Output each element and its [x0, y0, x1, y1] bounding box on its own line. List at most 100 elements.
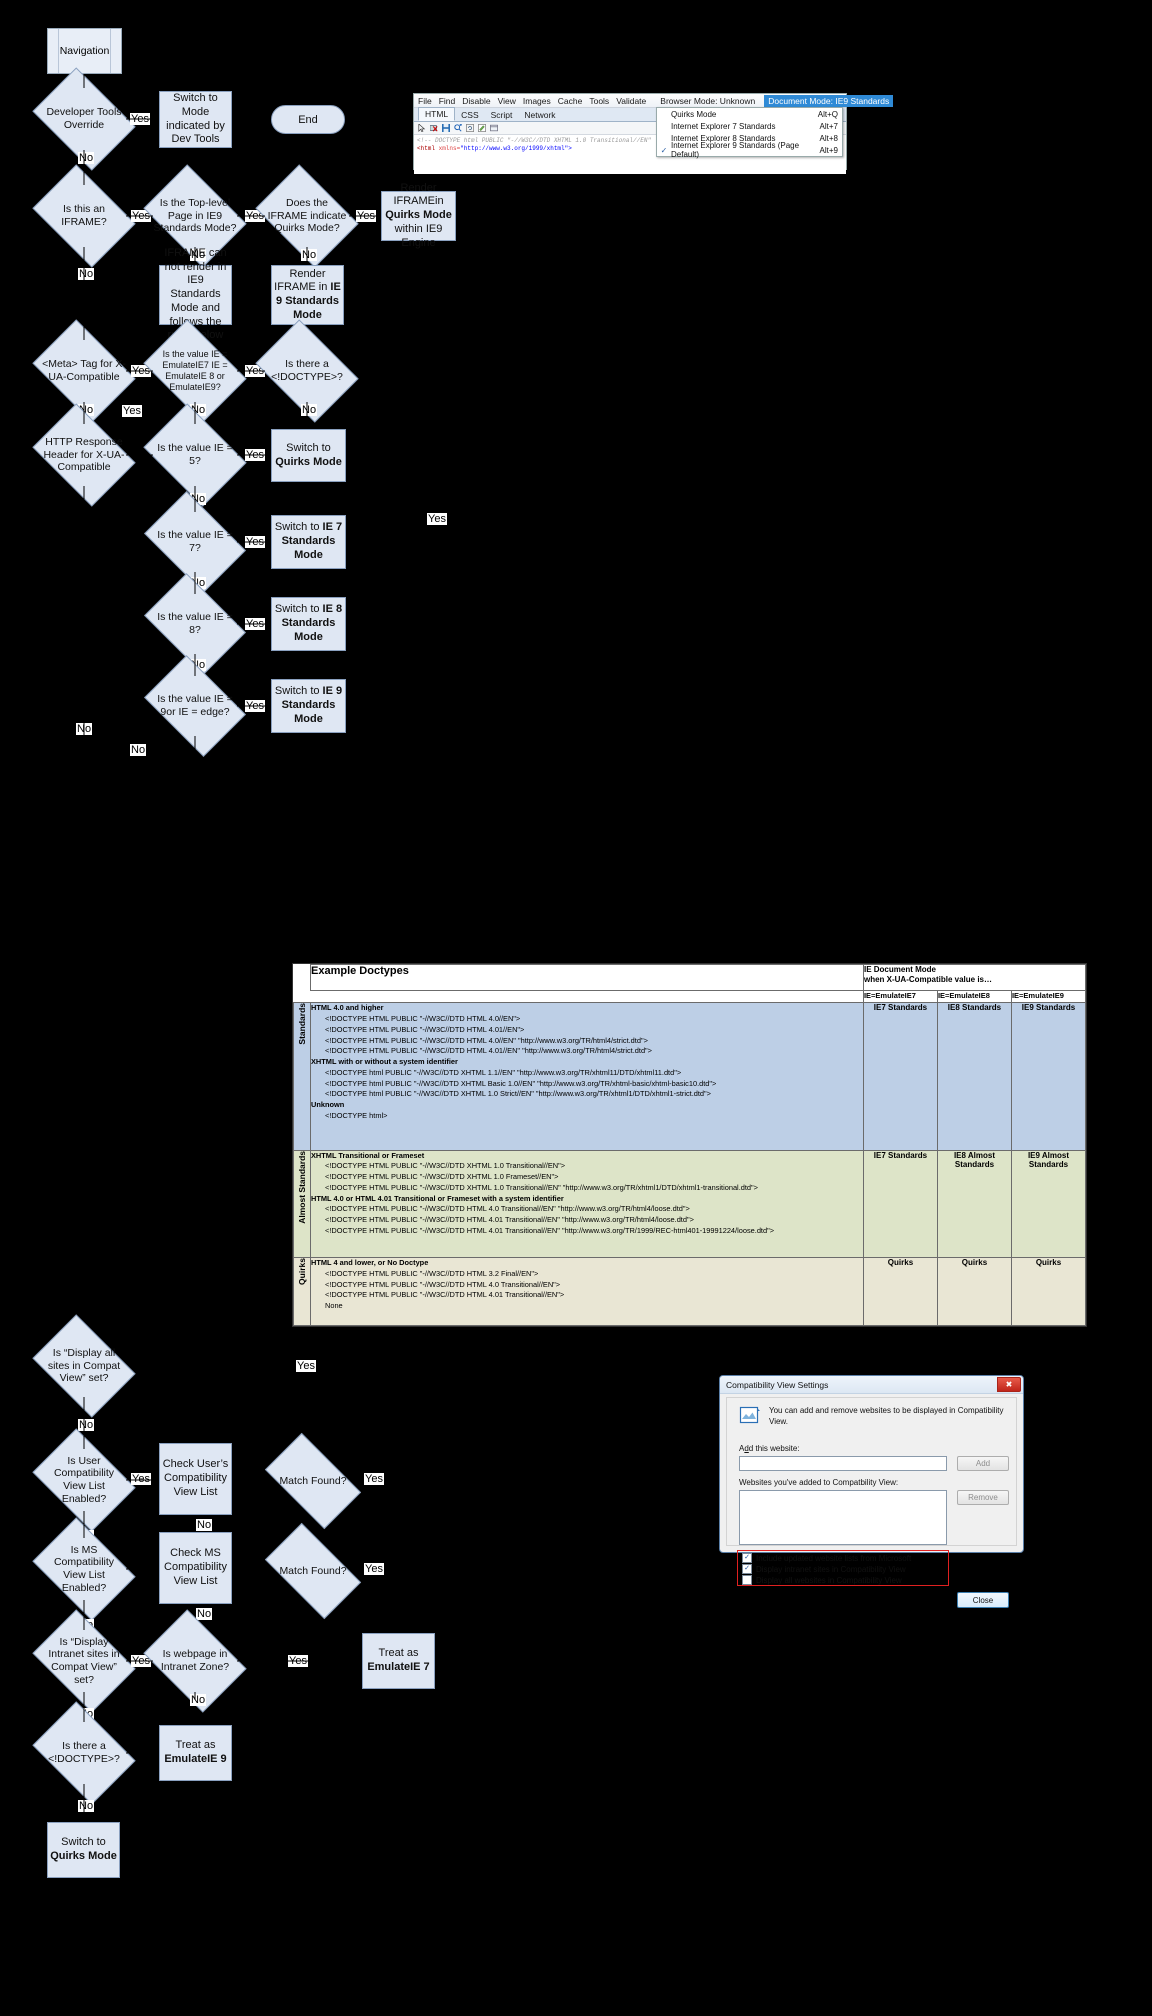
node-treat-emulate7-a: Treat as [378, 1647, 419, 1660]
group-title: Unknown [311, 1099, 345, 1109]
node-switch-dev-tools: Switch to Mode indicated by Dev Tools [159, 91, 232, 148]
doctype-line: <!DOCTYPE HTML PUBLIC "-//W3C//DTD XHTML… [325, 1161, 566, 1171]
doctype-mapping-table: Example Doctypes IE Document Mode when X… [292, 963, 1087, 1327]
result-quirks-ie7: Quirks [862, 1257, 938, 1326]
added-websites-list[interactable] [739, 1490, 947, 1545]
doctype-line: <!DOCTYPE HTML PUBLIC "-//W3C//DTD HTML … [325, 1269, 539, 1279]
menu-view[interactable]: View [497, 95, 516, 106]
compatibility-view-settings-dialog[interactable]: Compatibility View Settings ✖ You can ad… [719, 1375, 1024, 1608]
edge-label-yes-match2: Yes [364, 1563, 384, 1576]
menu-item-ie7-standards-label: Internet Explorer 7 Standards [671, 121, 776, 131]
browser-mode-menu[interactable]: Browser Mode: Unknown [660, 95, 756, 106]
edge-label-yes-displayall: Yes [296, 1360, 316, 1373]
view-source-icon[interactable] [490, 124, 498, 132]
checkbox-include-updated-lists-label: Include updated website lists from Micro… [756, 1553, 912, 1563]
clear-browser-cache-icon[interactable] [430, 124, 438, 132]
node-http-header-label: HTTP Response Header for X-UA-Compatible [43, 436, 125, 474]
doctype-line: <!DOCTYPE HTML PUBLIC "-//W3C//DTD HTML … [325, 1215, 694, 1225]
checkbox-display-intranet[interactable]: ✓ Display intranet sites in Compatibilit… [742, 1564, 906, 1574]
node-ms-cv-list: Is MS Compatibility View List Enabled? [32, 1517, 136, 1621]
devtools-menubar[interactable]: File Find Disable View Images Cache Tool… [414, 94, 894, 108]
edge-label-yes-usercv: Yes [131, 1473, 151, 1486]
doctype-line: <!DOCTYPE HTML PUBLIC "-//W3C//DTD HTML … [325, 1035, 648, 1045]
source-line-html-tag: <html [417, 145, 439, 152]
document-mode-dropdown[interactable]: Quirks Mode Alt+Q Internet Explorer 7 St… [656, 107, 843, 159]
ie-developer-tools-panel[interactable]: File Find Disable View Images Cache Tool… [413, 93, 894, 174]
node-navigation-label: Navigation [59, 45, 110, 57]
doctype-line: <!DOCTYPE HTML PUBLIC "-//W3C//DTD HTML … [325, 1046, 652, 1056]
edge-label-no-iframe: No [78, 268, 95, 281]
checkbox-display-all[interactable]: Display all websites in Compatibility Vi… [742, 1575, 902, 1585]
tab-css[interactable]: CSS [461, 110, 479, 120]
menu-validate[interactable]: Validate [616, 95, 647, 106]
doctype-line: <!DOCTYPE html> [325, 1110, 388, 1120]
node-render-iframe-quirks-a: Render IFRAMEin [393, 181, 444, 208]
checkbox-include-updated-lists-box[interactable]: ✓ [742, 1553, 752, 1563]
menu-images[interactable]: Images [522, 95, 551, 106]
add-website-input[interactable] [739, 1456, 947, 1471]
table-row-quirks: Quirks HTML 4 and lower, or No Doctype <… [293, 1257, 1087, 1326]
node-meta-tag-label: <Meta> Tag for X-UA-Compatible [42, 358, 126, 383]
node-dev-tools-override-label: Developer Tools Override [46, 106, 122, 131]
node-switch-ie7: Switch to IE 7 Standards Mode [271, 515, 346, 569]
menu-disable[interactable]: Disable [462, 95, 491, 106]
menu-cache[interactable]: Cache [557, 95, 583, 106]
checkbox-include-updated-lists[interactable]: ✓ Include updated website lists from Mic… [742, 1553, 911, 1563]
pointer-select-icon[interactable] [418, 124, 426, 132]
save-icon[interactable] [442, 124, 450, 132]
refresh-icon[interactable] [466, 124, 474, 132]
document-mode-menu[interactable]: Document Mode: IE9 Standards [764, 94, 894, 107]
remove-button[interactable]: Remove [957, 1490, 1009, 1505]
menu-item-ie9-standards-label: Internet Explorer 9 Standards (Page Defa… [671, 141, 800, 159]
group-title: HTML 4.0 and higher [311, 1003, 384, 1013]
node-check-ms-list: Check MS Compatibility View List [159, 1532, 232, 1604]
node-navigation: Navigation [47, 28, 122, 74]
menu-item-ie7-standards[interactable]: Internet Explorer 7 Standards Alt+7 [657, 120, 842, 132]
menu-item-ie8-standards-label: Internet Explorer 8 Standards [671, 133, 776, 143]
band-label-almost-standards: Almost Standards [293, 1149, 311, 1259]
node-treat-emulate9-b: EmulateIE 9 [164, 1753, 227, 1765]
edit-icon[interactable] [478, 124, 486, 132]
node-render-iframe-quirks-b: Quirks Mode [385, 209, 452, 222]
node-switch-ie8-a: Switch to [274, 603, 323, 616]
find-add-icon[interactable] [454, 124, 462, 132]
node-switch-quirks-a: Switch to [286, 441, 331, 454]
checkbox-display-intranet-box[interactable]: ✓ [742, 1564, 752, 1574]
arrow-to-doctype-table [430, 740, 440, 761]
doctype-list-quirks: HTML 4 and lower, or No Doctype <!DOCTYP… [310, 1257, 864, 1326]
add-button[interactable]: Add [957, 1456, 1009, 1471]
doctype-list-almost-standards: XHTML Transitional or Frameset <!DOCTYPE… [310, 1149, 864, 1259]
edge-label-no: No [78, 152, 95, 165]
check-mark-ie9: ✓ [660, 145, 668, 155]
menu-file[interactable]: File [418, 95, 432, 106]
result-standards-ie7: IE7 Standards [862, 1002, 938, 1151]
tab-html[interactable]: HTML [418, 107, 456, 121]
add-website-label: Add this website: [739, 1444, 800, 1453]
close-icon[interactable]: ✖ [997, 1377, 1021, 1392]
dialog-title: Compatibility View Settings [726, 1379, 829, 1390]
doctype-line: <!DOCTYPE HTML PUBLIC "-//W3C//DTD XHTML… [325, 1182, 758, 1192]
node-treat-emulate7-b: EmulateIE 7 [367, 1661, 430, 1673]
node-is-ie9: Is the value IE = 9or IE = edge? [144, 655, 246, 757]
node-is-iframe: Is this an IFRAME? [32, 164, 136, 268]
added-websites-label: Websites you've added to Compatbility Vi… [739, 1478, 899, 1487]
node-switch-ie7-a: Switch to [274, 521, 323, 534]
node-iframe-cannot-render: IFRAME can not render in IE9 Standards M… [159, 247, 232, 341]
tab-network[interactable]: Network [524, 110, 556, 120]
doctype-line: <!DOCTYPE HTML PUBLIC "-//W3C//DTD HTML … [325, 1279, 561, 1289]
node-end-label: End [298, 113, 318, 126]
node-display-all-compat: Is “Display all sites in Compat View” se… [32, 1314, 136, 1418]
node-match-found-1-label: Match Found? [279, 1474, 347, 1487]
menu-item-ie9-standards-accel: Alt+9 [819, 145, 838, 155]
menu-find[interactable]: Find [438, 95, 456, 106]
node-treat-emulate9: Treat as EmulateIE 9 [159, 1725, 232, 1781]
menu-item-ie8-standards[interactable]: Internet Explorer 8 Standards Alt+8 [657, 132, 842, 144]
node-render-iframe-ie9-b: IE 9 Standards Mode [276, 281, 341, 321]
close-button[interactable]: Close [957, 1592, 1009, 1608]
menu-tools[interactable]: Tools [589, 95, 610, 106]
node-switch-ie9-b: IE 9 Standards Mode [281, 685, 343, 725]
menu-item-quirks-mode[interactable]: Quirks Mode Alt+Q [657, 108, 842, 120]
checkbox-display-all-box[interactable] [742, 1575, 752, 1585]
tab-script[interactable]: Script [490, 110, 513, 120]
menu-item-ie9-standards[interactable]: ✓ Internet Explorer 9 Standards (Page De… [657, 141, 842, 159]
